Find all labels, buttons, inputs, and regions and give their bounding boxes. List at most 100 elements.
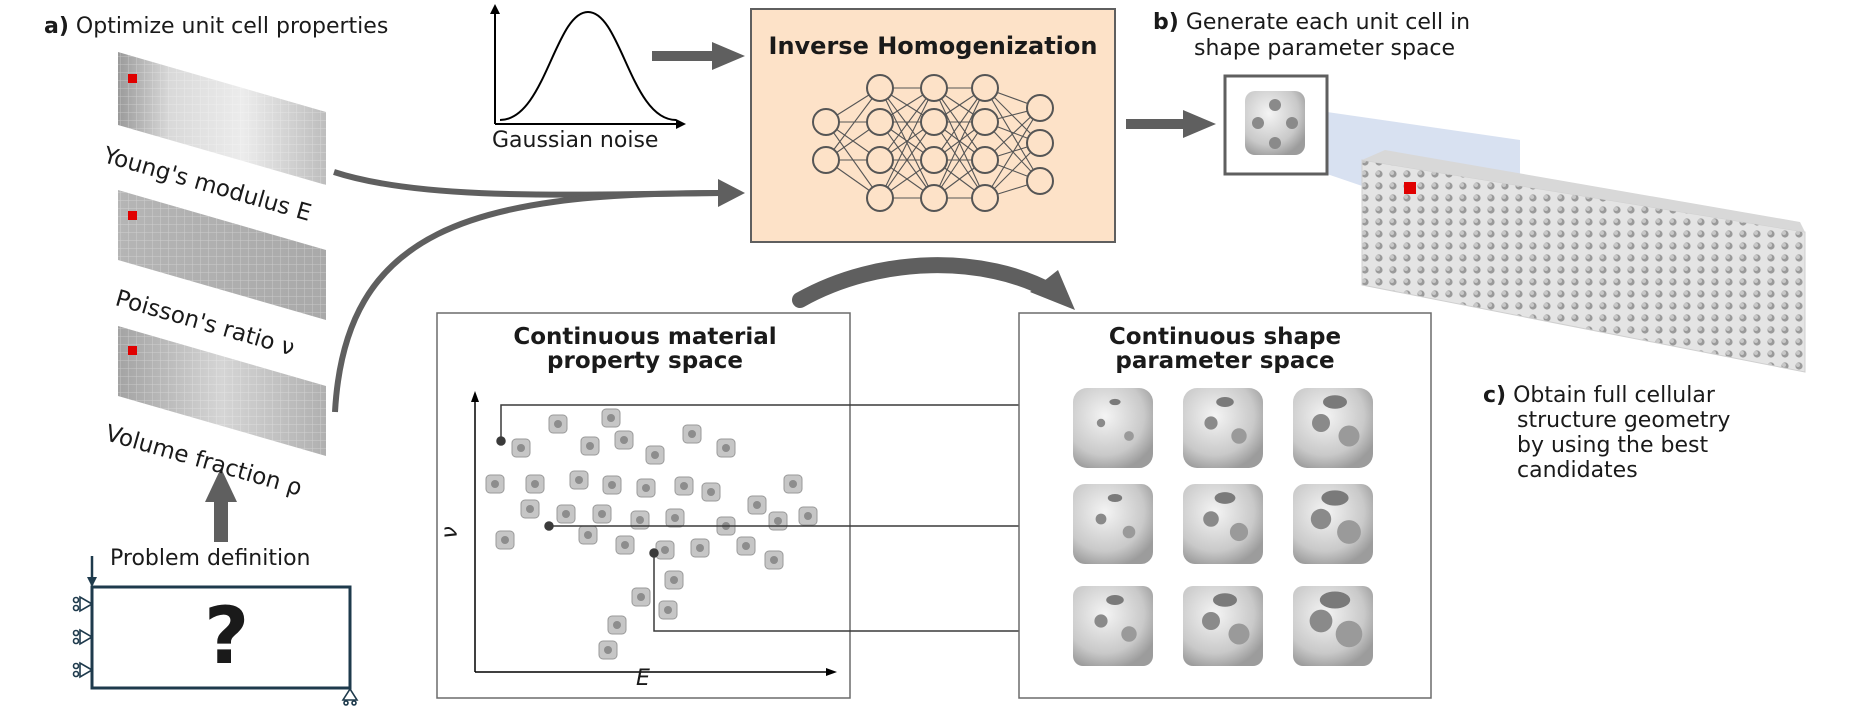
unit-cell-sample [601,408,621,428]
shape-candidate [1073,484,1153,564]
unit-cell-sample [674,476,694,496]
network-edge [825,87,881,161]
unit-cell-sample [607,615,627,635]
unit-cell-sample [636,478,656,498]
network-edge [933,121,986,199]
unit-cell-sample [485,474,505,494]
unit-cell-sample [747,495,767,515]
unit-cell-sample [716,438,736,458]
shape-candidate [1293,586,1373,666]
unknown-symbol: ? [204,592,250,682]
network-node [971,184,999,212]
unit-cell-sample [665,508,685,528]
selected-cell-marker [128,211,137,220]
problem-definition-label: Problem definition [110,546,311,571]
selected-cell-marker [128,346,137,355]
network-node [1026,167,1054,195]
panel-a-heading: a) Optimize unit cell properties [44,14,388,39]
unit-cell-sample [615,535,635,555]
network-edge [984,107,1041,199]
selected-cell-marker [128,74,137,83]
unit-cell-sample [798,506,818,526]
network-node [866,146,894,174]
noise-to-network-arrow [652,42,745,70]
shape-candidate [1183,484,1263,564]
gaussian-noise-label: Gaussian noise [492,128,659,153]
unit-cell-sample [764,550,784,570]
shape-candidate [1073,388,1153,468]
network-edge [933,87,986,161]
shape-candidate [1073,586,1153,666]
panel-b-line1: Generate each unit cell in [1185,10,1471,35]
x-axis-label: E [636,666,650,691]
unit-cell-sample [645,445,665,465]
unit-cell-sample [682,424,702,444]
panel-c-line4: candidates [1517,458,1638,483]
shape-candidate [1293,484,1373,564]
unit-cell-sample [598,640,618,660]
arrowhead [718,179,745,207]
network-node [812,108,840,136]
neural-network-icon [812,74,1054,212]
network-node [866,108,894,136]
problem-definition-box [72,556,359,706]
material-space-title-line1: Continuous material [513,324,777,350]
up-arrow [205,468,237,542]
network-edge [933,87,986,199]
panel-b-line2: shape parameter space [1194,36,1456,61]
space-mapping-arrow [792,257,1060,308]
unit-cell-sample [495,530,515,550]
shape-parameter-space-box [1018,312,1432,699]
gaussian-plot [490,4,686,129]
cellular-structure [1361,150,1806,373]
unit-cell-sample [664,570,684,590]
unit-cell-sample [655,540,675,560]
candidate-mappings [496,399,1064,637]
network-edge [879,87,935,161]
unit-cell-sample [630,510,650,530]
unit-cell-sample [525,474,545,494]
panel-a-letter: a) [44,14,69,39]
unit-cell-sample [701,482,721,502]
panel-c-line2: structure geometry [1517,408,1731,433]
material-space-title: Continuous material property space [440,325,850,373]
panel-b-letter: b) [1153,10,1179,35]
field-poissons-ratio [118,190,326,320]
network-node [1026,94,1054,122]
shape-candidate [1183,388,1263,468]
shape-space-title: Continuous shape parameter space [1020,325,1430,373]
network-node [812,146,840,174]
material-property-space-box [436,312,851,699]
shape-candidate [1293,388,1373,468]
material-space-title-line2: property space [547,348,743,374]
unit-cell-sample [658,600,678,620]
unit-cell-sample [556,504,576,524]
field-to-network-curve [332,190,721,413]
arrowhead [1030,270,1075,310]
shape-space-title-line1: Continuous shape [1108,324,1342,350]
unit-cell-sample [580,436,600,456]
unit-cell-sample [690,538,710,558]
unit-cell-sample [602,475,622,495]
y-axis-label: ν [437,526,463,539]
unit-cell-sample [569,470,589,490]
network-node [866,74,894,102]
panel-b-heading: b) Generate each unit cell in shape para… [1153,10,1470,62]
support-icon [72,595,359,706]
network-node [971,108,999,136]
network-to-unitcell-arrow [1126,110,1216,138]
network-node [920,74,948,102]
unit-cell-sample [520,499,540,519]
panel-a-title: Optimize unit cell properties [75,14,389,39]
unit-cell-sample [548,414,568,434]
field-youngs-modulus [118,52,326,185]
network-node [971,146,999,174]
network-node [866,184,894,212]
network-node [1026,129,1054,157]
network-node [920,184,948,212]
unit-cell-sample [783,474,803,494]
unit-cell-sample [736,536,756,556]
shape-candidate [1183,586,1263,666]
unit-cell-sample [511,438,531,458]
